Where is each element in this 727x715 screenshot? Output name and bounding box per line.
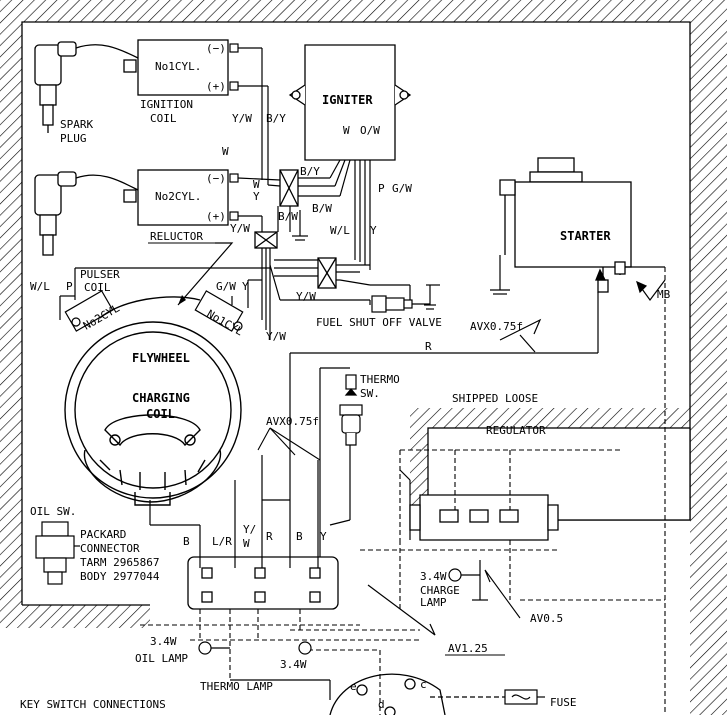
avx075f-1-label: AVX0.75f [470, 320, 523, 333]
thermo-switch [339, 374, 363, 446]
body-label: BODY 2977044 [80, 570, 160, 583]
regulator [409, 494, 559, 541]
mb-label: MB [657, 288, 671, 301]
coil2-label: No2CYL. [155, 190, 201, 203]
terminal-c: c [420, 678, 427, 691]
thermo-lamp-label: THERMO LAMP [200, 680, 273, 693]
wire-y-4: Y [320, 530, 327, 543]
pulser-coil-label-b: COIL [84, 281, 111, 294]
oil-switch [35, 521, 80, 585]
coil1-label: No1CYL. [155, 60, 201, 73]
wire-lr-1: L/R [212, 535, 232, 548]
coil1-minus: (−) [206, 42, 226, 55]
charge-lamp-label: CHARGE [420, 584, 460, 597]
oil-lamp [198, 641, 212, 655]
charge-lamp [448, 560, 488, 601]
coil2-plus: (+) [206, 210, 226, 223]
spark-plug-label-b: PLUG [60, 132, 87, 145]
wire-r-1: R [425, 340, 432, 353]
igniter [288, 44, 412, 161]
charging-coil-label: CHARGING [132, 391, 190, 405]
pulser-coil-no1 [194, 290, 244, 332]
connector-top [279, 169, 299, 207]
wire-p-2: P [66, 280, 73, 293]
coil2-minus: (−) [206, 172, 226, 185]
spark-plug-1 [34, 41, 77, 133]
fuse-label: FUSE [550, 696, 577, 709]
wire-bw-1: B/W [278, 210, 298, 223]
spark-plug-label: SPARK [60, 118, 93, 131]
wire-r-2: R [266, 530, 273, 543]
ignition-coil-2 [123, 169, 229, 226]
connector-fuel [317, 257, 337, 289]
oil-lamp-label: OIL LAMP [135, 652, 188, 665]
fuel-shut-off-label: FUEL SHUT OFF VALVE [316, 316, 442, 329]
starter [499, 157, 632, 293]
charge-lamp-w: 3.4W [420, 570, 447, 583]
key-switch-label: KEY SWITCH CONNECTIONS [20, 698, 166, 711]
wire-y-1: Y [253, 190, 260, 203]
connector-label: CONNECTOR [80, 542, 140, 555]
packard-label: PACKARD [80, 528, 126, 541]
flywheel-label: FLYWHEEL [132, 351, 190, 365]
thermo-sw-label-b: SW. [360, 387, 380, 400]
wire-gw-2: G/W [216, 280, 236, 293]
ignition-coil-label: IGNITION [140, 98, 193, 111]
fuse [430, 689, 545, 705]
wire-bw-2: B/W [312, 202, 332, 215]
wire-by-1: B/Y [266, 112, 286, 125]
wire-by-2: B/Y [300, 165, 320, 178]
packard-connector [187, 556, 339, 610]
reluctor-label: RELUCTOR [150, 230, 203, 243]
key-switch [329, 673, 446, 715]
oil-sw-label: OIL SW. [30, 505, 76, 518]
flywheel [64, 296, 242, 506]
thermo-lamp-w: 3.4W [280, 658, 307, 671]
terminal-e: e [350, 680, 357, 693]
wires-top [237, 47, 440, 340]
avx075f-2-label: AVX0.75f [266, 415, 319, 428]
wire-p-1: P [378, 182, 385, 195]
wire-b-1: B [183, 535, 190, 548]
wire-wl-1: W/L [330, 224, 350, 237]
pulser-coil-no2 [64, 290, 114, 332]
wire-yw-5: Y/ [243, 523, 256, 536]
oil-lamp-w: 3.4W [150, 635, 177, 648]
wire-b-2: B [296, 530, 303, 543]
wire-yw-4: Y/W [266, 330, 286, 343]
wire-y-2: Y [370, 224, 377, 237]
regulator-label: REGULATOR [486, 424, 546, 437]
pulser-coil-label: PULSER [80, 268, 120, 281]
wire-w-2: W [253, 178, 260, 191]
av05-label: AV0.5 [530, 612, 563, 625]
charging-coil-label-b: COIL [146, 407, 175, 421]
wire-gw-1: G/W [392, 182, 412, 195]
fuel-shut-off-valve [371, 285, 431, 313]
spark-plug-2 [34, 171, 77, 256]
thermo-lamp [298, 641, 312, 655]
ignition-coil-1 [123, 39, 229, 96]
ignition-coil-label-b: COIL [150, 112, 177, 125]
connector-reluctor [254, 231, 278, 249]
starter-label: STARTER [560, 229, 611, 243]
shipped-loose-label: SHIPPED LOOSE [452, 392, 538, 405]
wire-yw-5b: W [243, 537, 250, 550]
charge-lamp-label-b: LAMP [420, 596, 447, 609]
igniter-w: W [343, 124, 350, 137]
terminal-d: d [378, 698, 385, 711]
wire-y-3: Y [242, 280, 249, 293]
av125-label: AV1.25 [448, 642, 488, 655]
igniter-label: IGNITER [322, 93, 373, 107]
igniter-ow: O/W [360, 124, 380, 137]
wire-wl-2: W/L [30, 280, 50, 293]
coil1-plus: (+) [206, 80, 226, 93]
thermo-sw-label: THERMO [360, 373, 400, 386]
wire-yw-3: Y/W [296, 290, 316, 303]
wire-yw-2: Y/W [230, 222, 250, 235]
wire-yw-1: Y/W [232, 112, 252, 125]
wire-w-top: W [222, 145, 229, 158]
tarm-label: TARM 2965867 [80, 556, 159, 569]
